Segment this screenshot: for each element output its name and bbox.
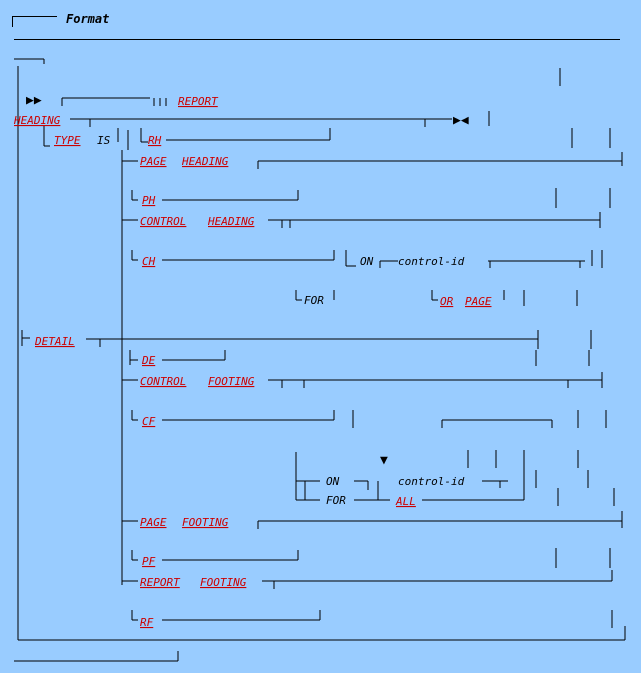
end-marker: ▶◀ bbox=[453, 113, 469, 128]
keyword-report: REPORT bbox=[178, 95, 219, 108]
keyword-type: TYPE bbox=[54, 134, 81, 147]
keyword-cf: CF bbox=[142, 415, 156, 428]
keyword-control: CONTROL bbox=[140, 375, 186, 388]
keyword-rh: RH bbox=[148, 134, 162, 147]
keyword-report: REPORT bbox=[140, 576, 181, 589]
keyword-ph: PH bbox=[142, 194, 156, 207]
word-on: ON bbox=[360, 255, 374, 268]
keyword-heading: HEADING bbox=[207, 215, 255, 228]
keyword-ch: CH bbox=[142, 255, 156, 268]
start-marker: ▶▶ bbox=[26, 93, 42, 108]
repeat-marker: ▼ bbox=[380, 453, 388, 468]
keyword-footing: FOOTING bbox=[200, 576, 247, 589]
keyword-heading: HEADING bbox=[13, 114, 61, 127]
format-title: Format bbox=[66, 12, 110, 26]
keyword-or: OR bbox=[440, 295, 454, 308]
keyword-rf: RF bbox=[140, 616, 154, 629]
operand-control-id: control-id bbox=[398, 475, 465, 488]
keyword-page: PAGE bbox=[140, 516, 167, 529]
format-corner-mark bbox=[12, 16, 57, 27]
keyword-footing: FOOTING bbox=[208, 375, 255, 388]
keyword-page: PAGE bbox=[465, 295, 492, 308]
keyword-de: DE bbox=[141, 354, 156, 367]
keyword-pf: PF bbox=[142, 555, 156, 568]
keyword-page: PAGE bbox=[140, 155, 167, 168]
keyword-footing: FOOTING bbox=[182, 516, 229, 529]
keyword-all: ALL bbox=[395, 495, 416, 508]
keyword-detail: DETAIL bbox=[34, 335, 75, 348]
operand-control-id: control-id bbox=[398, 255, 465, 268]
top-rule bbox=[14, 39, 620, 40]
word-is: IS bbox=[97, 134, 111, 147]
keyword-control: CONTROL bbox=[140, 215, 186, 228]
word-for: FOR bbox=[326, 494, 346, 507]
word-on: ON bbox=[326, 475, 340, 488]
word-for: FOR bbox=[304, 294, 324, 307]
keyword-heading: HEADING bbox=[181, 155, 229, 168]
